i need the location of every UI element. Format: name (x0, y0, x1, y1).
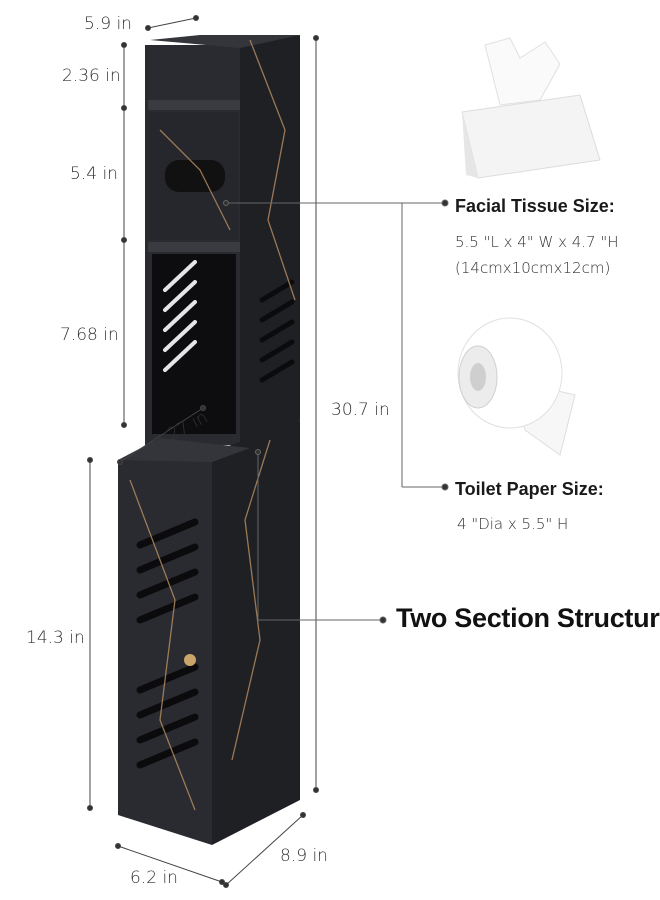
dim-open-section: 7.68 in (60, 325, 119, 345)
leader-lines (223, 199, 449, 624)
tissue-title: Facial Tissue Size: (455, 196, 615, 216)
tissue-metric: (14cmx10cmx12cm) (455, 259, 611, 277)
tissue-size: 5.5 "L x 4" W x 4.7 "H (455, 233, 619, 251)
dim-total-height: 30.7 in (331, 400, 390, 420)
toilet-roll-icon (457, 317, 576, 456)
headline: Two Section Structure (396, 603, 660, 633)
door-knob (184, 654, 196, 666)
dim-top-depth: 5.9 in (84, 14, 132, 34)
dim-base-depth: 8.9 in (280, 846, 328, 866)
dim-base-width: 6.2 in (130, 868, 178, 888)
toilet-paper-title: Toilet Paper Size: (455, 479, 604, 499)
dim-tissue-section: 5.4 in (70, 164, 118, 184)
toilet-paper-size: 4 "Dia x 5.5" H (457, 515, 569, 533)
dim-bottom-section: 14.3 in (26, 628, 85, 648)
dimension-lines (87, 15, 319, 888)
dim-top-shelf: 2.36 in (62, 66, 121, 86)
tissue-box-icon (461, 37, 601, 179)
cabinet (118, 35, 300, 845)
